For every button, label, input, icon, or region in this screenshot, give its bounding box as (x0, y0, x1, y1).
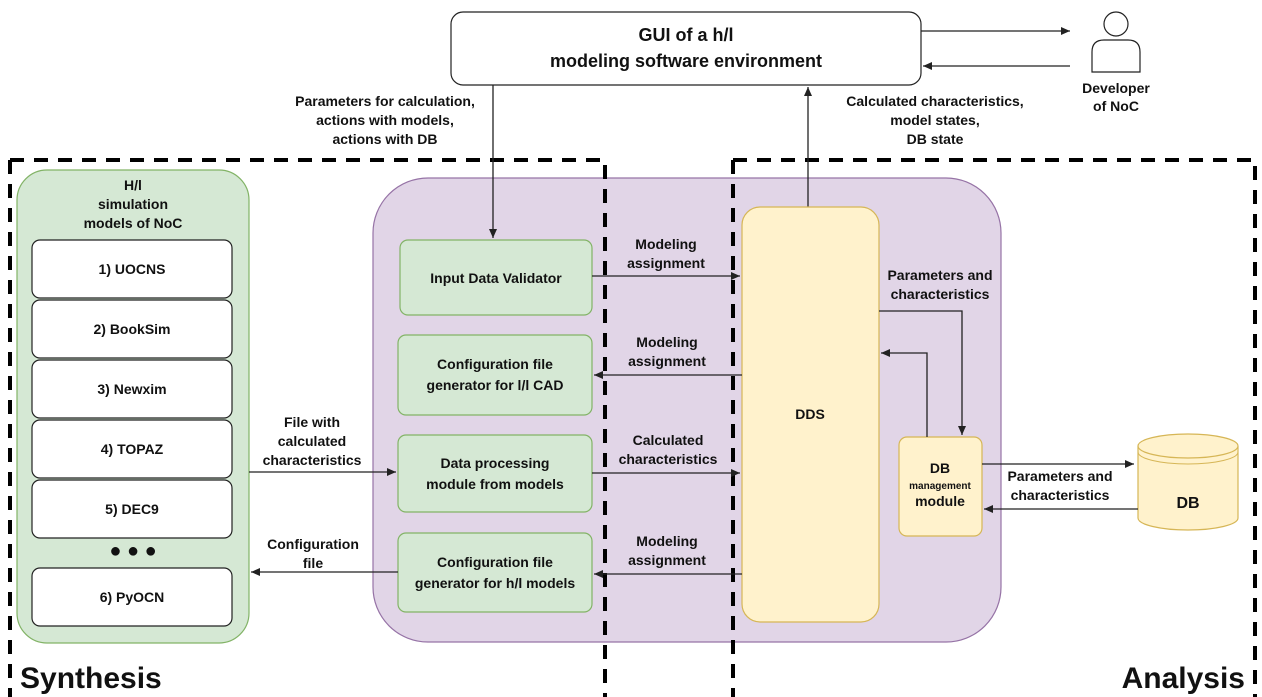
config-generator-ll-cad: Configuration file generator for l/l CAD (397, 334, 593, 416)
file-with-line3: characteristics (263, 452, 362, 468)
model-item: 4) TOPAZ (31, 419, 233, 479)
config-generator-hl-models: Configuration file generator for h/l mod… (397, 532, 593, 613)
ma3-line2: assignment (628, 552, 706, 568)
models-panel-title-line3: models of NoC (84, 215, 183, 231)
dds-label: DDS (795, 406, 825, 422)
db-module-line3: module (915, 493, 965, 509)
calc-chars-line2: model states, (890, 112, 979, 128)
ma1-line2: assignment (627, 255, 705, 271)
developer-icon (1091, 11, 1141, 73)
svg-text:Configuration file: Configuration file (437, 356, 553, 372)
calc-chars-line1: Calculated characteristics, (846, 93, 1023, 109)
model-item: 1) UOCNS (31, 239, 233, 299)
ma1-line1: Modeling (635, 236, 696, 252)
pc1-line1: Parameters and (887, 267, 992, 283)
pc1-line2: characteristics (891, 286, 990, 302)
calc-chars-line3: DB state (907, 131, 964, 147)
file-with-line1: File with (284, 414, 340, 430)
ma2-line2: assignment (628, 353, 706, 369)
synthesis-label: Synthesis (20, 662, 162, 695)
models-panel-title-line1: H/l (124, 177, 142, 193)
ma2-line1: Modeling (636, 334, 697, 350)
model-item: 3) Newxim (31, 359, 233, 419)
svg-text:6) PyOCN: 6) PyOCN (100, 589, 165, 605)
params-calc-line2: actions with models, (316, 112, 454, 128)
analysis-region-border (731, 158, 1257, 697)
svg-text:4) TOPAZ: 4) TOPAZ (101, 441, 164, 457)
model-item: 2) BookSim (31, 299, 233, 359)
pc2-line1: Parameters and (1007, 468, 1112, 484)
svg-text:1) UOCNS: 1) UOCNS (99, 261, 166, 277)
db-label: DB (1176, 495, 1199, 512)
dds-block (741, 206, 880, 623)
gui-title-line1: GUI of a h/l (638, 25, 733, 45)
svg-text:Data processing: Data processing (441, 455, 550, 471)
svg-text:generator for l/l CAD: generator for l/l CAD (427, 377, 564, 393)
db-module-line1: DB (930, 460, 950, 476)
svg-text:2) BookSim: 2) BookSim (93, 321, 170, 337)
developer-label-line2: of NoC (1093, 98, 1139, 114)
gui-box (450, 11, 922, 86)
params-calc-line1: Parameters for calculation, (295, 93, 475, 109)
db-module-line2: management (909, 481, 971, 492)
models-panel-title-line2: simulation (98, 196, 168, 212)
db-cylinder (1137, 433, 1239, 531)
synthesis-region-border (8, 158, 607, 697)
params-calc-line3: actions with DB (332, 131, 437, 147)
data-processing-module: Data processing module from models (397, 434, 593, 513)
models-ellipsis: ● ● ● (109, 540, 156, 562)
db-management-module (898, 436, 983, 537)
svg-text:Configuration file: Configuration file (437, 554, 553, 570)
svg-text:module from models: module from models (426, 476, 564, 492)
config-file-line2: file (303, 555, 323, 571)
developer-label-line1: Developer (1082, 80, 1150, 96)
config-file-line1: Configuration (267, 536, 359, 552)
dbmodule-to-dds-arrow (881, 349, 928, 437)
svg-text:Input Data Validator: Input Data Validator (430, 270, 562, 286)
model-item: 5) DEC9 (31, 479, 233, 539)
ma3-line1: Modeling (636, 533, 697, 549)
cc-line2: characteristics (619, 451, 718, 467)
input-data-validator: Input Data Validator (399, 239, 593, 316)
svg-text:generator for h/l models: generator for h/l models (415, 575, 575, 591)
pc2-line2: characteristics (1011, 487, 1110, 503)
gui-title-line2: modeling software environment (550, 51, 822, 71)
analysis-label: Analysis (1122, 662, 1245, 695)
cc-line1: Calculated (633, 432, 704, 448)
svg-text:3) Newxim: 3) Newxim (97, 381, 166, 397)
svg-text:5) DEC9: 5) DEC9 (105, 501, 159, 517)
model-item: 6) PyOCN (31, 567, 233, 627)
dds-to-dbmodule-arrow (879, 310, 966, 435)
file-with-line2: calculated (278, 433, 346, 449)
